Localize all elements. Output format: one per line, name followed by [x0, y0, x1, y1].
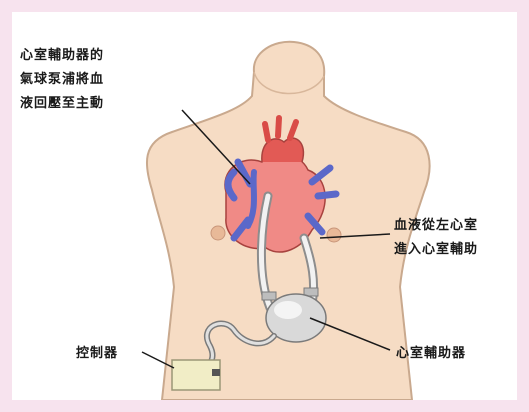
right-nipple — [327, 228, 341, 242]
label-controller: 控制器 — [76, 342, 118, 366]
controller-box — [172, 360, 220, 390]
diagram-stage: 心室輔助器的 氣球泵浦將血 液回壓至主動 血液從左心室 進入心室輔助 心室輔助器… — [12, 12, 517, 400]
label-right-upper-line-2: 進入心室輔助 — [394, 238, 478, 262]
label-top-left-line-2: 氣球泵浦將血 — [20, 68, 104, 92]
label-top-left-line-1: 心室輔助器的 — [20, 44, 104, 68]
label-right-upper: 血液從左心室 進入心室輔助 — [394, 214, 478, 262]
label-right-upper-line-1: 血液從左心室 — [394, 214, 478, 238]
label-top-left: 心室輔助器的 氣球泵浦將血 液回壓至主動 — [20, 44, 104, 116]
left-nipple — [211, 226, 225, 240]
label-right-lower: 心室輔助器 — [396, 342, 466, 366]
label-top-left-line-3: 液回壓至主動 — [20, 92, 104, 116]
